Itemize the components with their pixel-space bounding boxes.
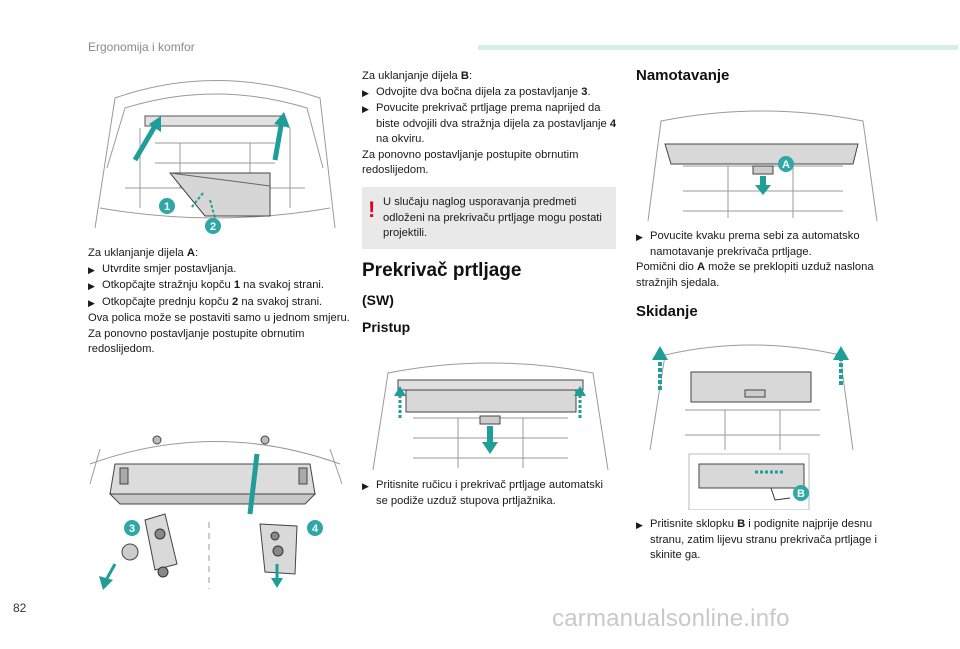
bullet-icon: ▶ (362, 87, 369, 98)
bullet-icon: ▶ (636, 232, 643, 242)
paragraph: Za ponovno postavljanje postupite obrnut… (88, 327, 305, 356)
callout-a-badge (778, 156, 794, 172)
col2-text: Za uklanjanje dijela B: ▶Odvojite dva bo… (362, 69, 620, 179)
callout-3: 3 (129, 523, 135, 535)
list-item: ▶Utvrdite smjer postavljanja. (88, 262, 350, 279)
list-item: ▶Pritisnite ručicu i prekrivač prtljage … (362, 478, 612, 509)
callout-b-badge (793, 485, 809, 501)
paragraph: Ova polica može se postaviti samo u jedn… (88, 312, 350, 324)
bullet-icon: ▶ (636, 520, 643, 530)
intro-b: Za uklanjanje dijela B: (362, 70, 473, 82)
parcel-shelf-figure: 1 2 (94, 80, 336, 234)
callout-2: 2 (210, 221, 216, 233)
callout-2-badge (205, 218, 221, 234)
subheading-skidanje: Skidanje (636, 303, 698, 320)
paragraph: Pomični dio A može se preklopiti uzduž n… (636, 261, 874, 289)
intro-a: Za uklanjanje dijela A: (88, 247, 199, 259)
section-title: Ergonomija i komfor (88, 40, 195, 54)
callout-a: A (782, 159, 790, 171)
shelf-clips-figure: 3 4 (89, 435, 343, 590)
warning-text: U slučaju naglog usporavanja predmeti od… (383, 196, 602, 239)
col3-text-1: ▶Povucite kvaku prema sebi za automatsko… (636, 229, 886, 291)
list-item: ▶Povucite prekrivač prtljage prema napri… (362, 101, 620, 148)
cover-removal-figure: B (649, 344, 854, 510)
col1-text: Za uklanjanje dijela A: ▶Utvrdite smjer … (88, 246, 350, 358)
bullet-icon: ▶ (88, 297, 95, 308)
callout-1-badge (159, 198, 175, 214)
cover-retract-figure: A (647, 110, 878, 222)
section-heading: Prekrivač prtljage (362, 260, 522, 281)
bullet-icon: ▶ (88, 281, 95, 291)
callout-1: 1 (164, 201, 170, 213)
list-item: ▶Odvojite dva bočna dijela za postavljan… (362, 85, 620, 102)
paragraph: Za ponovno postavljanje postupite obrnut… (362, 148, 579, 177)
col2-step: ▶Pritisnite ručicu i prekrivač prtljage … (362, 478, 612, 509)
cover-access-figure (372, 362, 609, 471)
callout-3-badge (124, 520, 140, 536)
list-item: ▶Pritisnite sklopku B i podignite najpri… (636, 517, 886, 564)
col3-text-2: ▶Pritisnite sklopku B i podignite najpri… (636, 517, 886, 564)
warning-box: ! U slučaju naglog usporavanja predmeti … (362, 187, 616, 249)
page-number: 82 (13, 601, 27, 615)
subheading-pristup: Pristup (362, 319, 411, 335)
bullet-icon: ▶ (362, 104, 369, 114)
callout-4-badge (307, 520, 323, 536)
subheading-namotavanje: Namotavanje (636, 67, 730, 84)
bullet-icon: ▶ (88, 264, 95, 275)
list-item: ▶Povucite kvaku prema sebi za automatsko… (636, 229, 886, 260)
callout-b: B (797, 488, 805, 500)
callout-4: 4 (312, 523, 319, 535)
list-item: ▶Otkopčajte stražnju kopču 1 na svakoj s… (88, 278, 350, 295)
warning-icon: ! (368, 197, 376, 222)
watermark: carmanualsonline.info (552, 605, 790, 632)
list-item: ▶Otkopčajte prednju kopču 2 na svakoj st… (88, 295, 350, 312)
header-accent-bar (478, 45, 958, 50)
bullet-icon: ▶ (362, 481, 369, 491)
variant-label: (SW) (362, 292, 394, 308)
